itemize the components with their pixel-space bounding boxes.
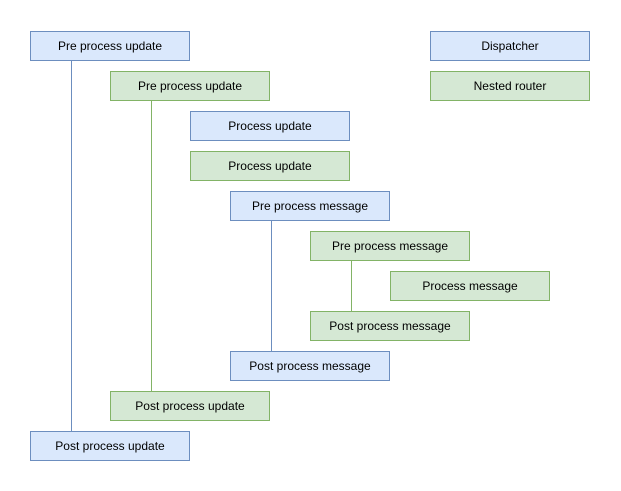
box-label: Pre process update — [57, 39, 163, 53]
connector-update-nested — [151, 101, 152, 391]
box-label: Pre process update — [137, 79, 243, 93]
node-process-message-nested[interactable]: Process message — [390, 271, 550, 301]
box-label: Nested router — [473, 79, 547, 93]
connector-update-dispatcher — [71, 61, 72, 431]
node-pre-process-update-dispatcher[interactable]: Pre process update — [30, 31, 190, 61]
box-label: Post process message — [249, 359, 371, 373]
box-label: Post process message — [329, 319, 451, 333]
node-pre-process-message-dispatcher[interactable]: Pre process message — [230, 191, 390, 221]
node-post-process-update-dispatcher[interactable]: Post process update — [30, 431, 190, 461]
box-label: Post process update — [135, 399, 245, 413]
node-process-update-nested[interactable]: Process update — [190, 151, 350, 181]
node-post-process-update-nested[interactable]: Post process update — [110, 391, 270, 421]
connector-message-dispatcher — [271, 221, 272, 351]
node-pre-process-update-nested[interactable]: Pre process update — [110, 71, 270, 101]
node-post-process-message-dispatcher[interactable]: Post process message — [230, 351, 390, 381]
node-pre-process-message-nested[interactable]: Pre process message — [310, 231, 470, 261]
box-label: Post process update — [55, 439, 165, 453]
legend-nested-router[interactable]: Nested router — [430, 71, 590, 101]
node-process-update-dispatcher[interactable]: Process update — [190, 111, 350, 141]
box-label: Pre process message — [331, 239, 449, 253]
connector-message-nested — [351, 261, 352, 311]
box-label: Process update — [228, 119, 312, 133]
box-label: Process update — [228, 159, 312, 173]
box-label: Dispatcher — [481, 39, 539, 53]
node-post-process-message-nested[interactable]: Post process message — [310, 311, 470, 341]
legend-dispatcher[interactable]: Dispatcher — [430, 31, 590, 61]
box-label: Pre process message — [251, 199, 369, 213]
box-label: Process message — [422, 279, 518, 293]
